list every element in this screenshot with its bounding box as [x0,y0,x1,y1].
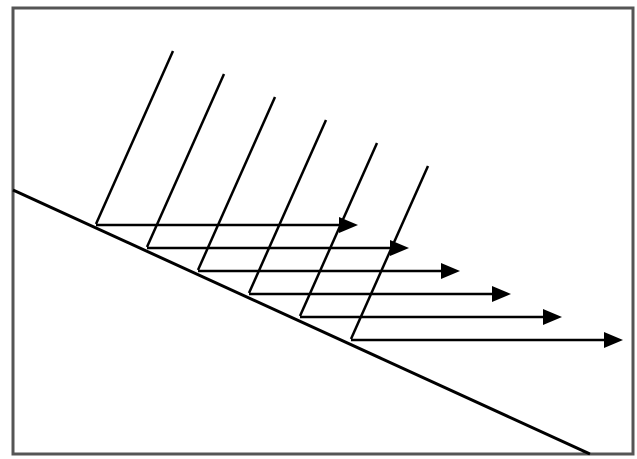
arrow-head [390,240,409,256]
incident-line [247,119,328,294]
horizontal-arrow [300,309,562,325]
incident-line [196,96,277,271]
arrow-head [339,217,358,233]
incident-lines-group [94,50,430,340]
incident-line [145,73,226,248]
diagram-frame [11,6,635,456]
horizontal-arrows-group [96,217,623,348]
arrow-head [604,332,623,348]
incident-line [298,142,379,317]
horizontal-arrow [249,286,511,302]
arrow-head [441,263,460,279]
incident-line [349,165,430,340]
horizontal-arrow [198,263,460,279]
horizontal-arrow [351,332,623,348]
horizontal-arrow [147,240,409,256]
horizontal-arrow [96,217,358,233]
arrow-head [543,309,562,325]
arrow-head [492,286,511,302]
slope-line [12,188,591,456]
incident-line [94,50,175,225]
